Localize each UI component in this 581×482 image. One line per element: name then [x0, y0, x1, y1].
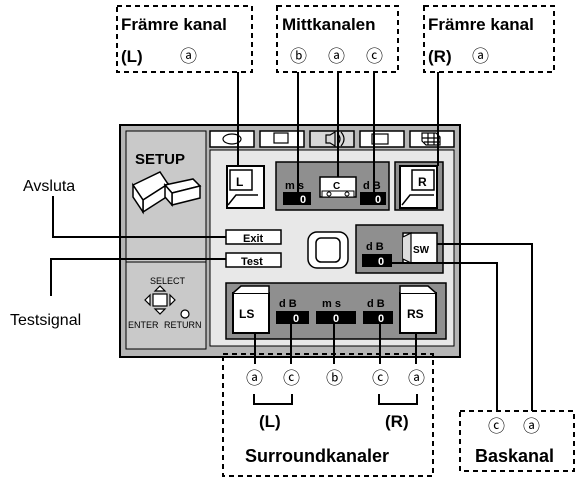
return-icon	[181, 310, 189, 318]
front-right-callout-side: (R)	[428, 47, 452, 66]
surround-callout-title: Surroundkanaler	[245, 446, 389, 466]
center-db-field[interactable]	[360, 192, 386, 205]
center-speaker-label: C	[333, 181, 340, 192]
listening-seat-icon	[308, 232, 348, 268]
surround-ms-unit: m s	[322, 298, 341, 310]
front-left-speaker-icon[interactable]	[227, 166, 264, 208]
ls-db-value: 0	[293, 313, 299, 325]
center-ms-value: 0	[300, 194, 306, 206]
surround-marker-2: ⓒ	[283, 369, 300, 388]
center-marker-a: ⓐ	[328, 47, 345, 66]
front-left-marker-a: ⓐ	[180, 47, 197, 66]
ls-db-unit: d B	[279, 298, 297, 310]
surround-right-speaker-label: RS	[407, 307, 424, 321]
rs-db-unit: d B	[367, 298, 385, 310]
surround-marker-3: ⓑ	[326, 369, 343, 388]
surround-left-speaker-label: LS	[239, 307, 254, 321]
center-ms-unit: m s	[285, 180, 304, 192]
center-marker-b: ⓑ	[290, 47, 307, 66]
center-ms-field[interactable]	[283, 192, 311, 205]
center-db-unit: d B	[363, 180, 381, 192]
bass-marker-a: ⓐ	[523, 417, 540, 436]
tab-video[interactable]	[360, 131, 404, 147]
center-callout-title: Mittkanalen	[282, 15, 376, 34]
exit-callout-label: Avsluta	[23, 178, 75, 195]
surround-right-side-label: (R)	[385, 412, 409, 431]
front-left-callout-side: (L)	[121, 47, 143, 66]
sw-db-value: 0	[378, 256, 384, 268]
test-callout-label: Testsignal	[10, 312, 81, 329]
surround-marker-4: ⓒ	[372, 369, 389, 388]
center-marker-c: ⓒ	[366, 47, 383, 66]
sw-db-unit: d B	[366, 241, 384, 253]
center-db-value: 0	[375, 194, 381, 206]
front-right-marker-a: ⓐ	[472, 47, 489, 66]
surround-ms-value: 0	[333, 313, 339, 325]
front-right-callout-title: Främre kanal	[428, 15, 534, 34]
front-right-speaker-label: R	[418, 175, 427, 189]
surround-left-side-label: (L)	[259, 412, 281, 431]
bass-marker-c: ⓒ	[488, 417, 505, 436]
subwoofer-speaker-label: SW	[413, 245, 430, 256]
bass-callout-title: Baskanal	[475, 446, 554, 466]
setup-title: SETUP	[135, 151, 185, 168]
surround-marker-1: ⓐ	[246, 369, 263, 388]
enter-label: ENTER	[128, 320, 159, 330]
return-label: RETURN	[164, 320, 202, 330]
sw-db-field[interactable]	[362, 254, 392, 267]
surround-marker-5: ⓐ	[408, 369, 425, 388]
rs-db-value: 0	[378, 313, 384, 325]
select-label: SELECT	[150, 276, 186, 286]
front-left-callout-title: Främre kanal	[121, 15, 227, 34]
test-button-label: Test	[241, 256, 263, 268]
front-left-speaker-label: L	[236, 175, 243, 189]
exit-button-label: Exit	[243, 233, 264, 245]
